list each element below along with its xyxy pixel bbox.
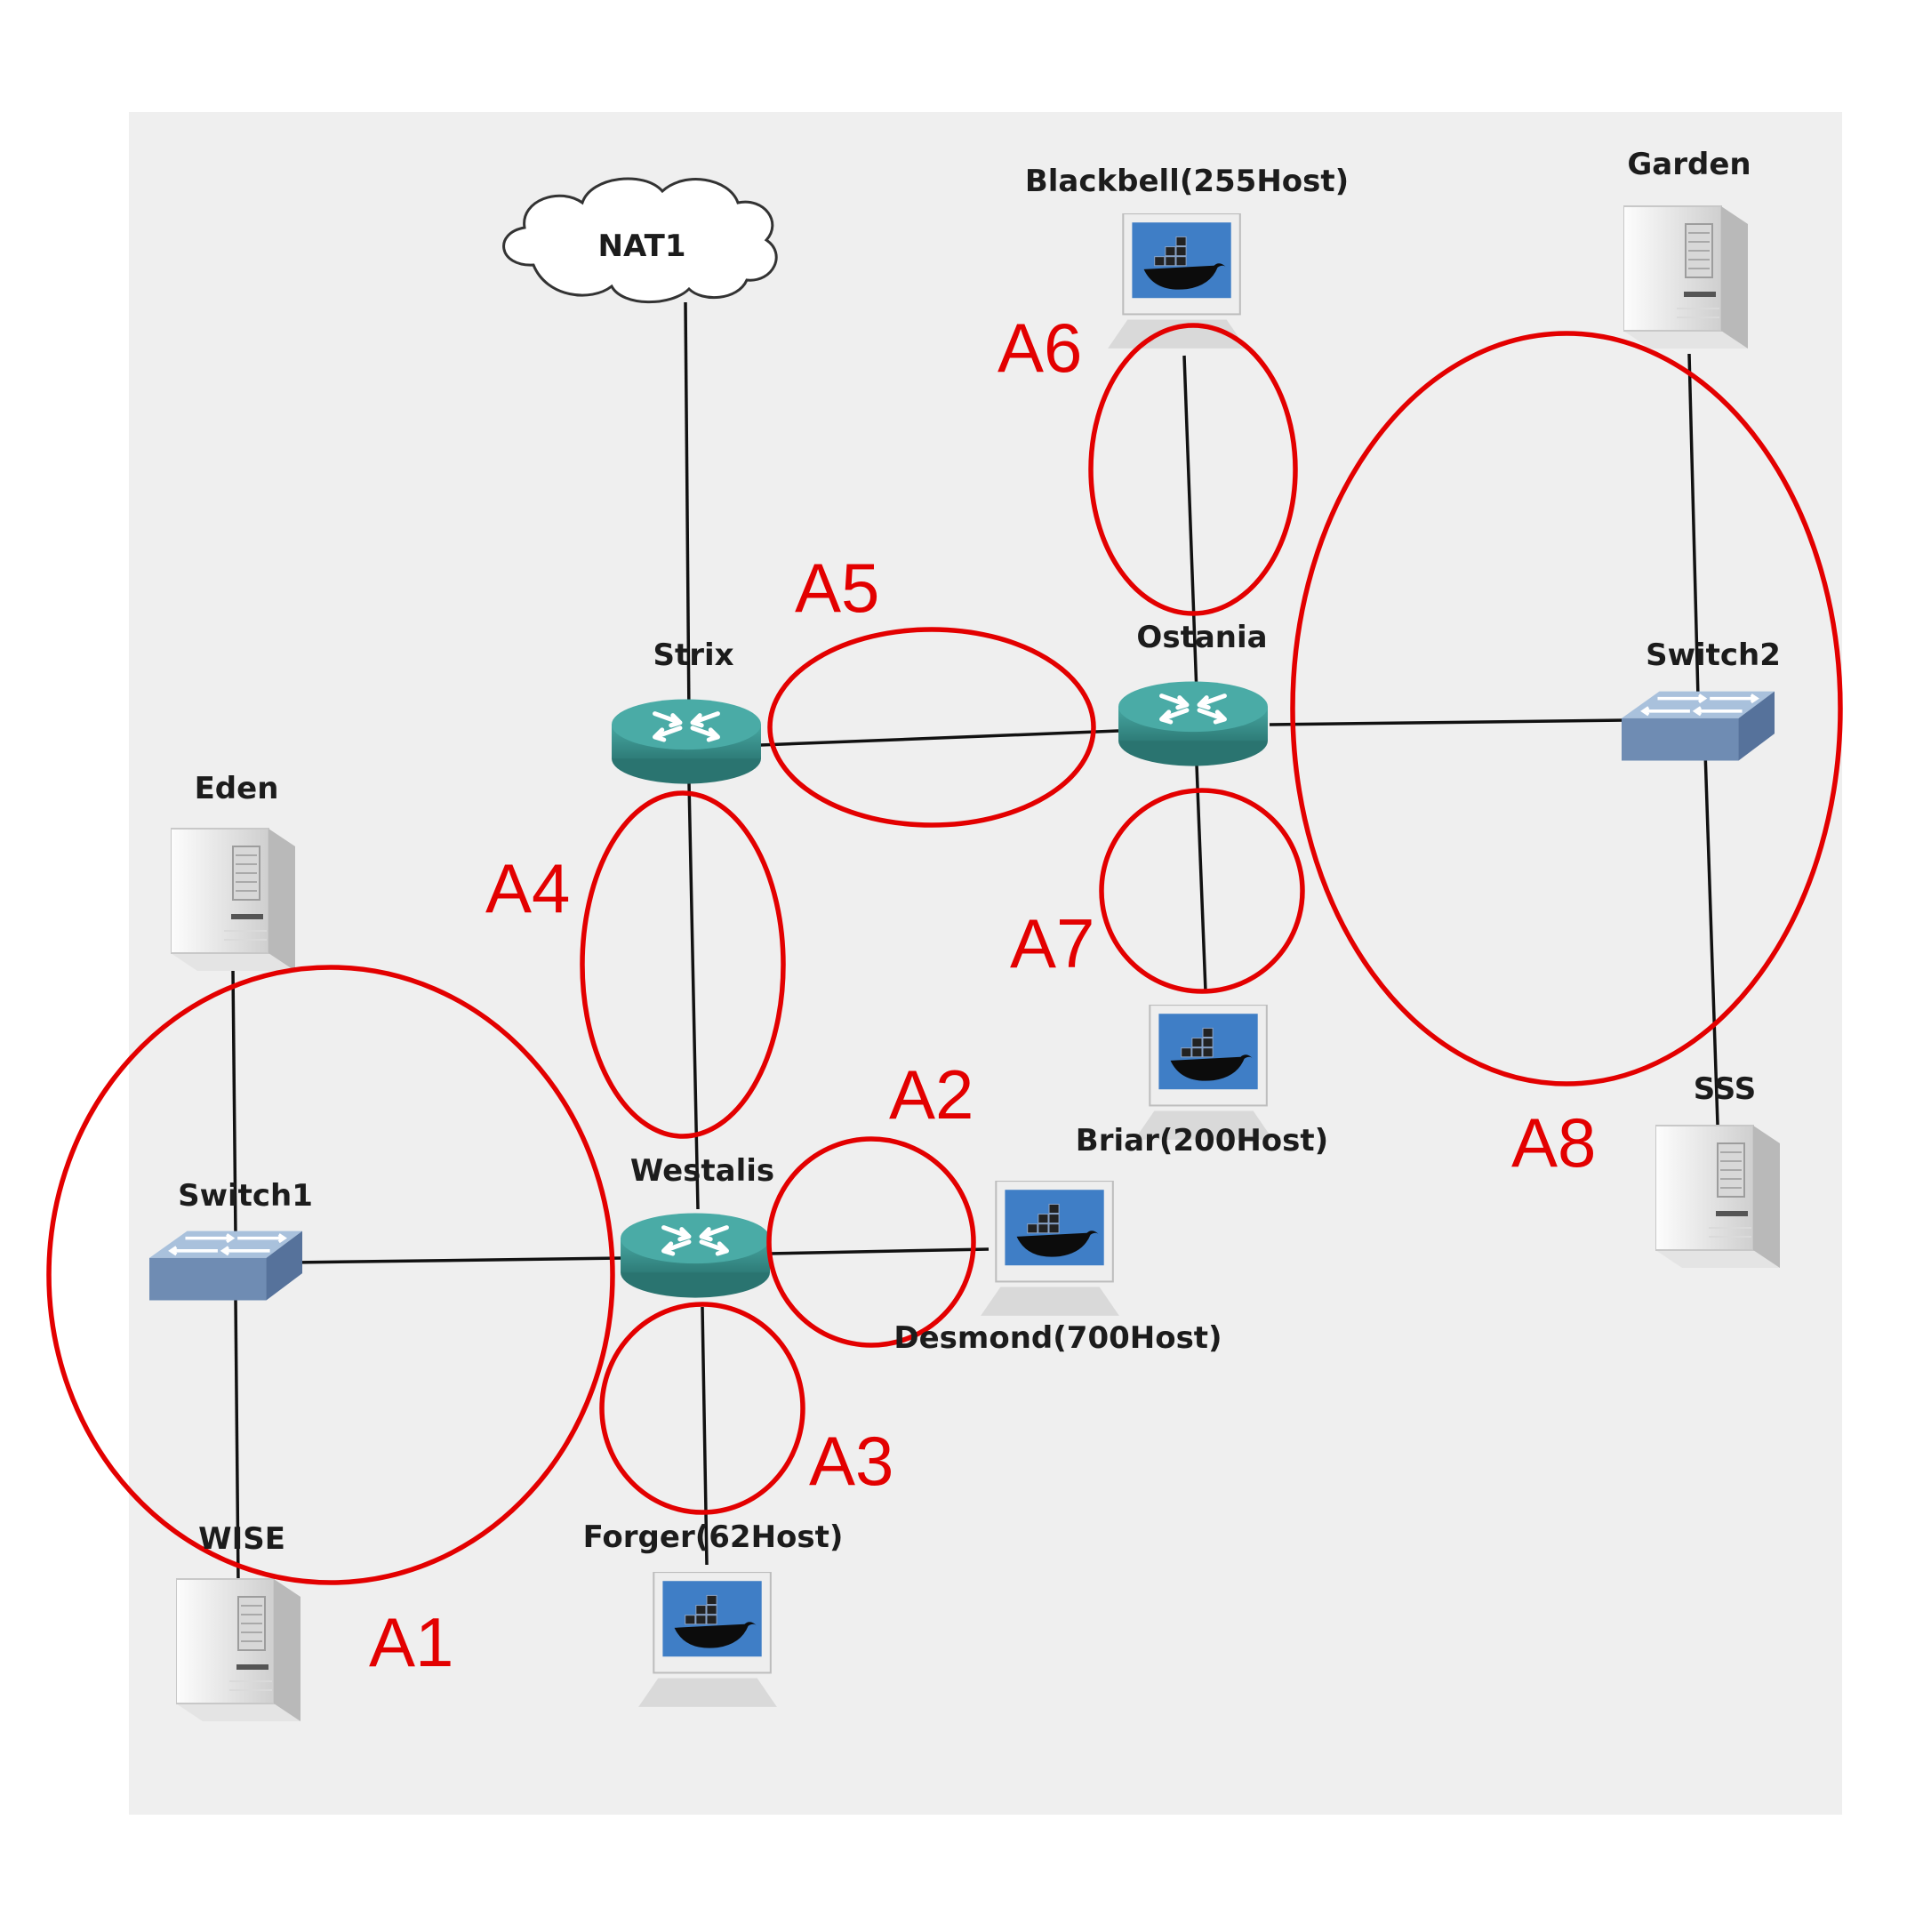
switch-label-switch2: Switch2 (1646, 637, 1781, 673)
cloud-icon[interactable] (502, 177, 778, 304)
area-label-a1: A1 (369, 1603, 454, 1681)
link-nat-strix (684, 301, 691, 719)
area-label-a6: A6 (998, 309, 1083, 387)
link-ostania-briar (1195, 764, 1207, 992)
area-label-a7: A7 (1010, 904, 1095, 982)
router-label-strix: Strix (653, 637, 734, 673)
link-westalis-forger (701, 1306, 709, 1566)
server-icon[interactable] (1655, 1125, 1780, 1268)
link-switch1-wise (234, 1297, 240, 1583)
docker-host-icon[interactable] (980, 1181, 1120, 1316)
annotations (46, 323, 1843, 1585)
server-label-eden: Eden (194, 771, 279, 806)
area-ellipse-a4 (580, 790, 786, 1139)
router-label-ostania: Ostania (1136, 620, 1268, 655)
link-eden-switch1 (231, 968, 237, 1237)
router-icon[interactable] (1118, 681, 1268, 766)
area-ellipse-a3 (599, 1302, 805, 1515)
switch-icon[interactable] (149, 1229, 302, 1303)
area-label-a2: A2 (889, 1055, 974, 1134)
router-icon[interactable] (612, 699, 761, 783)
link-strix-westalis (687, 782, 700, 1210)
link-blackbell-ostania (1182, 355, 1198, 694)
area-ellipse-a2 (766, 1136, 976, 1348)
host-label-desmond: Desmond(700Host) (893, 1320, 1222, 1356)
router-icon[interactable] (621, 1213, 770, 1297)
link-garden-switch2 (1687, 353, 1700, 699)
area-ellipse-a1 (46, 965, 615, 1585)
docker-host-icon[interactable] (637, 1572, 778, 1707)
area-label-a4: A4 (485, 849, 571, 927)
docker-host-icon[interactable] (1134, 1005, 1274, 1140)
area-ellipse-a8 (1290, 331, 1843, 1086)
link-switch2-sss (1703, 750, 1719, 1126)
router-label-westalis: Westalis (629, 1153, 775, 1189)
cloud-label: NAT1 (597, 228, 686, 264)
host-label-forger: Forger(62Host) (582, 1519, 844, 1555)
area-ellipse-a5 (767, 627, 1096, 828)
server-icon[interactable] (176, 1578, 300, 1721)
server-label-sss: SSS (1693, 1071, 1757, 1107)
switch-label-switch1: Switch1 (178, 1178, 313, 1214)
area-ellipse-a7 (1099, 788, 1305, 994)
link-westalis-desmond (767, 1247, 990, 1255)
link-strix-ostania (759, 729, 1119, 747)
host-label-blackbell: Blackbell(255Host) (1024, 164, 1350, 199)
diagram-canvas (129, 112, 1842, 1815)
link-switch1-westalis (292, 1256, 623, 1264)
server-label-wise: WISE (198, 1521, 285, 1557)
area-label-a5: A5 (795, 549, 880, 627)
links (231, 301, 1719, 1583)
server-icon[interactable] (1623, 205, 1748, 349)
area-ellipse-a6 (1088, 323, 1298, 616)
server-label-garden: Garden (1627, 147, 1751, 182)
switch-icon[interactable] (1622, 689, 1775, 763)
server-icon[interactable] (171, 828, 295, 971)
host-label-briar: Briar(200Host) (1075, 1123, 1329, 1158)
link-ostania-switch2 (1269, 718, 1626, 726)
area-label-a8: A8 (1511, 1103, 1597, 1182)
area-label-a3: A3 (809, 1422, 894, 1500)
